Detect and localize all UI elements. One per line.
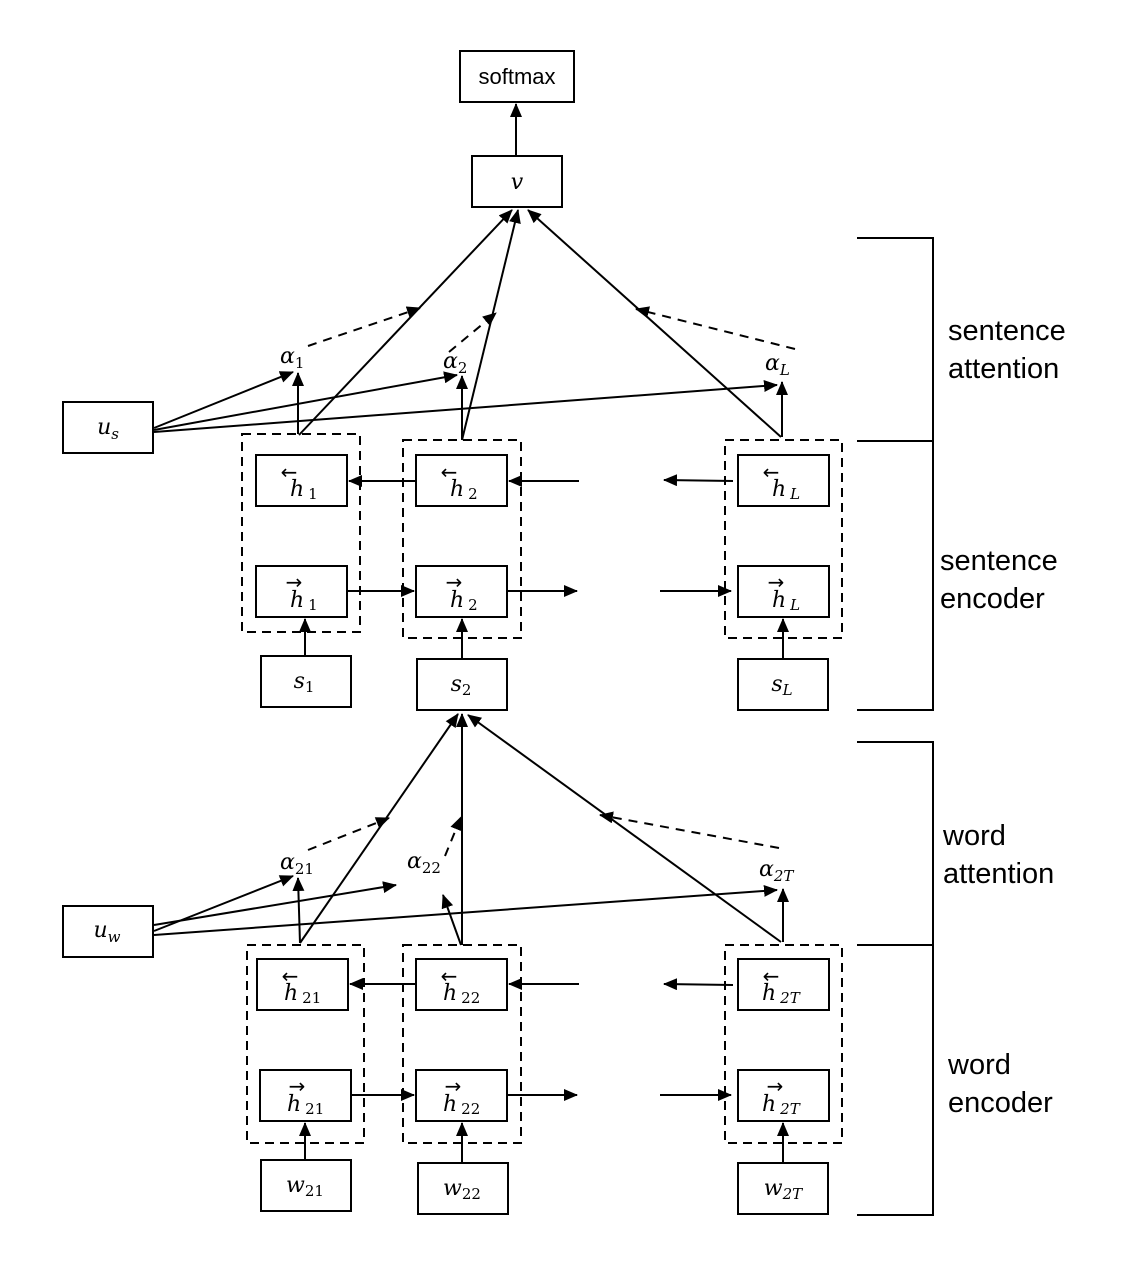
word-bigru-group-21 — [246, 944, 365, 1144]
sentence-encoder-label-line1: sentence — [940, 545, 1058, 577]
svg-text:h2: h2 — [450, 477, 478, 503]
arrow-h2T-to-s2 — [467, 714, 782, 943]
word-input-2T: w2T — [737, 1162, 829, 1215]
arrow-bwd-h2T-out — [663, 978, 734, 991]
word-context-vector-node: uw — [62, 905, 154, 958]
svg-text:←: ← — [763, 460, 780, 484]
word-bigru-group-2T — [724, 944, 843, 1144]
arrow-us-to-alpha2 — [153, 371, 458, 431]
svg-text:→: → — [286, 570, 303, 594]
word-encoder-label-line2: encoder — [948, 1087, 1053, 1119]
word-attention-label-line1: word — [942, 820, 1006, 852]
sentence-attention-label-line1: sentence — [948, 315, 1066, 347]
alpha-1-label: α1 — [280, 344, 304, 372]
dashed-alpha1-to-v — [307, 306, 421, 347]
svg-text:←: ← — [441, 460, 458, 484]
dashed-alphaL-to-v — [635, 306, 796, 350]
svg-text:w22: w22 — [443, 1176, 481, 1203]
svg-text:h2: h2 — [450, 588, 478, 614]
sentence-input-1: s1 — [260, 655, 352, 708]
svg-text:→: → — [768, 570, 785, 594]
sentence-context-vector-node: us — [62, 401, 154, 454]
svg-text:→: → — [445, 1074, 462, 1098]
svg-text:h2T: h2T — [762, 1092, 801, 1118]
document-vector-node: v — [471, 155, 563, 208]
softmax-label: softmax — [478, 64, 555, 89]
svg-text:→: → — [446, 570, 463, 594]
arrow-uw-to-alpha2T — [153, 884, 778, 936]
v-label: v — [511, 170, 524, 195]
svg-text:h21: h21 — [284, 981, 321, 1007]
sentence-encoder-label-line2: encoder — [940, 583, 1045, 615]
svg-text:sL: sL — [771, 672, 792, 699]
alpha-21-label: α21 — [280, 850, 314, 878]
svg-text:h1: h1 — [290, 588, 318, 614]
arrow-uw-to-alpha22 — [153, 881, 397, 926]
svg-text:←: ← — [441, 964, 458, 988]
dashed-alpha2T-to-s2 — [599, 811, 780, 849]
dashed-alpha22-to-s2 — [444, 816, 462, 857]
svg-text:h21: h21 — [287, 1092, 324, 1118]
sentence-input-2: s2 — [416, 658, 508, 711]
alpha-2T-label: α2T — [759, 857, 794, 885]
dashed-alpha2-to-v — [448, 312, 497, 353]
svg-text:←: ← — [763, 964, 780, 988]
alpha-2-label: α2 — [443, 349, 467, 377]
svg-text:←: ← — [281, 460, 298, 484]
svg-text:w21: w21 — [286, 1173, 324, 1200]
word-input-22: w22 — [417, 1162, 509, 1215]
sentence-attention-label-line2: attention — [948, 353, 1059, 385]
sentence-bigru-group-1 — [241, 433, 361, 633]
softmax-node: softmax — [459, 50, 575, 103]
svg-text:→: → — [767, 1074, 784, 1098]
svg-text:h1: h1 — [290, 477, 318, 503]
dashed-alpha21-to-s2 — [307, 817, 390, 851]
sentence-bracket — [857, 237, 934, 711]
svg-text:←: ← — [282, 964, 299, 988]
sentence-input-L: sL — [737, 658, 829, 711]
svg-text:w2T: w2T — [764, 1176, 803, 1203]
arrow-h21-to-s2 — [299, 713, 459, 944]
arrow-h22-to-alpha22 — [441, 894, 462, 946]
word-attention-label-line2: attention — [943, 858, 1054, 890]
alpha-22-label: α22 — [407, 849, 441, 877]
svg-text:h2T: h2T — [762, 981, 801, 1007]
word-bracket — [857, 741, 934, 1216]
svg-text:h22: h22 — [443, 981, 480, 1007]
svg-text:s2: s2 — [451, 672, 472, 699]
arrow-h21-to-alpha21 — [292, 877, 305, 944]
svg-text:s1: s1 — [294, 669, 315, 696]
arrow-hL-to-v — [527, 209, 782, 438]
word-encoder-label-line1: word — [947, 1049, 1011, 1081]
arrow-bwd-hL-out — [663, 474, 734, 487]
svg-text:→: → — [289, 1074, 306, 1098]
svg-text:hL: hL — [772, 588, 800, 614]
word-input-21: w21 — [260, 1159, 352, 1212]
us-label: us — [97, 415, 119, 443]
uw-label: uw — [93, 918, 120, 946]
arrow-h1-to-v — [298, 209, 513, 436]
sentence-bigru-group-L — [724, 439, 843, 639]
svg-text:hL: hL — [772, 477, 800, 503]
arrow-uw-to-alpha21 — [153, 875, 294, 932]
svg-text:h22: h22 — [443, 1092, 480, 1118]
arrow-us-to-alphaL — [153, 379, 778, 433]
alpha-L-label: αL — [765, 351, 790, 379]
arrow-us-to-alpha1 — [153, 371, 294, 429]
